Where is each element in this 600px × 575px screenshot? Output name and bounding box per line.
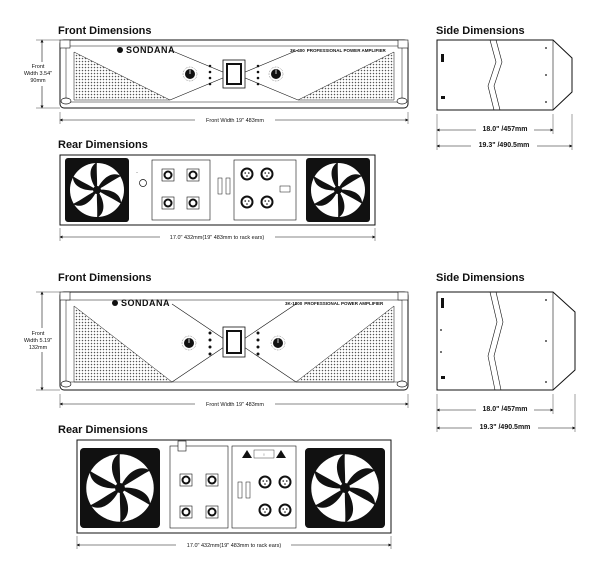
fan-blade-icon (80, 448, 160, 528)
speakon-icon (186, 196, 200, 210)
speakon-icon (161, 196, 175, 210)
rear-dimensions-title-1: Rear Dimensions (58, 139, 148, 151)
speakon-icon (205, 473, 219, 487)
side-depth-outer-label-1: 19.3" /490.5mm (479, 142, 530, 149)
speakon-icon (161, 168, 175, 182)
rear-panel-1: ~ (59, 154, 376, 226)
front-height-label-1b: Width 3.54" (24, 71, 52, 77)
fan-blade-icon (305, 448, 385, 528)
front-dimensions-title-2: Front Dimensions (58, 272, 152, 284)
side-dimensions-title-2: Side Dimensions (436, 272, 525, 284)
caution-label: ! (264, 453, 265, 457)
xlr-connector-icon (278, 503, 292, 517)
brand-logo-text-1: SONDANA (126, 45, 175, 55)
front-width-label-2: Front Width 19" 483mm (206, 402, 264, 408)
front-dimensions-title-1: Front Dimensions (58, 25, 152, 37)
fan-blade-icon (306, 158, 370, 222)
xlr-connector-icon (260, 195, 274, 209)
front-height-label-1c: 90mm (30, 78, 46, 84)
side-depth-outer-label-2: 19.3" /490.5mm (480, 424, 531, 431)
side-depth-inner-label-2: 18.0" /457mm (483, 406, 528, 413)
front-height-label-2c: 132mm (29, 345, 48, 351)
xlr-connector-icon (240, 167, 254, 181)
rear-width-label-1: 17.0" 432mm(19" 483mm to rack ears) (170, 235, 265, 241)
rear-width-label-2: 17.0" 432mm(19" 483mm to rack ears) (187, 543, 282, 549)
xlr-connector-icon (240, 195, 254, 209)
speakon-icon (205, 505, 219, 519)
front-height-label-1a: Front (32, 64, 45, 70)
side-depth-inner-label-1: 18.0" /457mm (483, 126, 528, 133)
xlr-connector-icon (278, 475, 292, 489)
xlr-connector-icon (260, 167, 274, 181)
front-height-label-2b: Width 5.19" (24, 338, 52, 344)
power-label-1: ~ (136, 171, 138, 175)
speakon-icon (186, 168, 200, 182)
brand-logo-text-2: SONDANA (121, 298, 170, 308)
rear-panel-2: ! (76, 439, 392, 534)
side-dimensions-title-1: Side Dimensions (436, 25, 525, 37)
front-width-label-1: Front Width 19" 483mm (206, 118, 264, 124)
sondana-logo-icon (117, 47, 123, 53)
sondana-logo-icon (112, 300, 118, 306)
side-panel-2 (436, 291, 576, 391)
front-height-label-2a: Front (32, 331, 45, 337)
xlr-connector-icon (258, 503, 272, 517)
speakon-icon (179, 505, 193, 519)
side-panel-1 (436, 39, 573, 111)
rear-dimensions-title-2: Rear Dimensions (58, 424, 148, 436)
xlr-connector-icon (258, 475, 272, 489)
speakon-icon (179, 473, 193, 487)
fan-blade-icon (65, 158, 129, 222)
